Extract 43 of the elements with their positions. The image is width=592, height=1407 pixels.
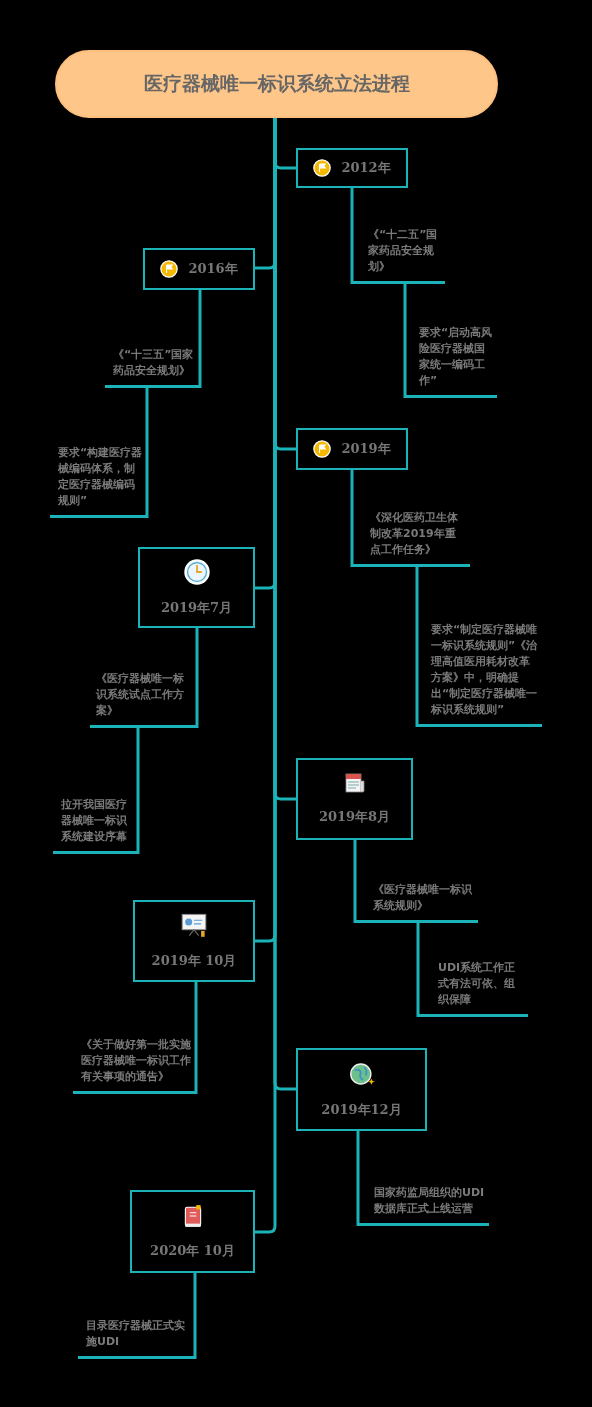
connector-line bbox=[356, 1131, 360, 1226]
topic-text: 《深化医药卫生体制改革2019年重点工作任务》 bbox=[370, 510, 459, 558]
topic-text: 要求“制定医疗器械唯一标识系统规则”《治理高值医用耗材改革方案》中，明确提出“制定医疗器械唯一标识系统规则” bbox=[431, 622, 538, 718]
connector-line bbox=[350, 470, 354, 567]
year-label: 2016年 bbox=[188, 260, 238, 278]
year-label: 2012年 bbox=[341, 159, 391, 177]
year-label: 2020年 10月 bbox=[150, 1241, 235, 1260]
topic-text: 《“十二五”国家药品安全规划》 bbox=[368, 227, 439, 275]
topic-text: 国家药监局组织的UDI数据库正式上线运营 bbox=[374, 1185, 485, 1217]
year-box bbox=[296, 1048, 427, 1131]
topic-text: 《“十三五”国家药品安全规划》 bbox=[113, 347, 195, 379]
connector-line bbox=[145, 388, 149, 518]
year-box bbox=[130, 1190, 255, 1273]
year-box bbox=[296, 148, 408, 188]
year-box bbox=[296, 428, 408, 470]
topic-text: 《关于做好第一批实施医疗器械唯一标识工作有关事项的通告》 bbox=[81, 1037, 192, 1085]
year-label: 2019年 bbox=[341, 440, 391, 458]
connector-line bbox=[198, 290, 202, 388]
connector-line bbox=[195, 628, 199, 728]
connector-line bbox=[353, 840, 357, 923]
year-box bbox=[296, 758, 413, 840]
topic-text: 《医疗器械唯一标识系统试点工作方案》 bbox=[96, 671, 185, 719]
year-label: 2019年7月 bbox=[160, 598, 233, 617]
year-label: 2019年8月 bbox=[318, 808, 391, 826]
connector-line bbox=[194, 982, 198, 1094]
title-pill: 医疗器械唯一标识系统立法进程 bbox=[55, 50, 498, 118]
year-label: 2019年12月 bbox=[321, 1100, 402, 1119]
connector-line bbox=[416, 923, 420, 1017]
topic-text: UDI系统工作正式有法可依、组织保障 bbox=[438, 960, 517, 1008]
topic-text: 拉开我国医疗器械唯一标识系统建设序幕 bbox=[61, 797, 128, 845]
year-box bbox=[138, 547, 255, 628]
year-label: 2019年 10月 bbox=[151, 952, 237, 970]
topic-text: 目录医疗器械正式实施UDI bbox=[86, 1318, 186, 1350]
connector-line bbox=[350, 188, 354, 284]
connector-line bbox=[415, 567, 419, 727]
year-box bbox=[133, 900, 255, 982]
connector-line bbox=[403, 284, 407, 398]
connector-line bbox=[193, 1273, 197, 1359]
connector-line bbox=[136, 728, 140, 854]
year-box bbox=[143, 248, 255, 290]
topic-text: 《医疗器械唯一标识系统规则》 bbox=[373, 882, 473, 914]
topic-text: 要求“构建医疗器械编码体系，制定医疗器械编码规则” bbox=[58, 445, 143, 509]
topic-text: 要求“启动高风险医疗器械国家统一编码工作” bbox=[419, 325, 493, 389]
